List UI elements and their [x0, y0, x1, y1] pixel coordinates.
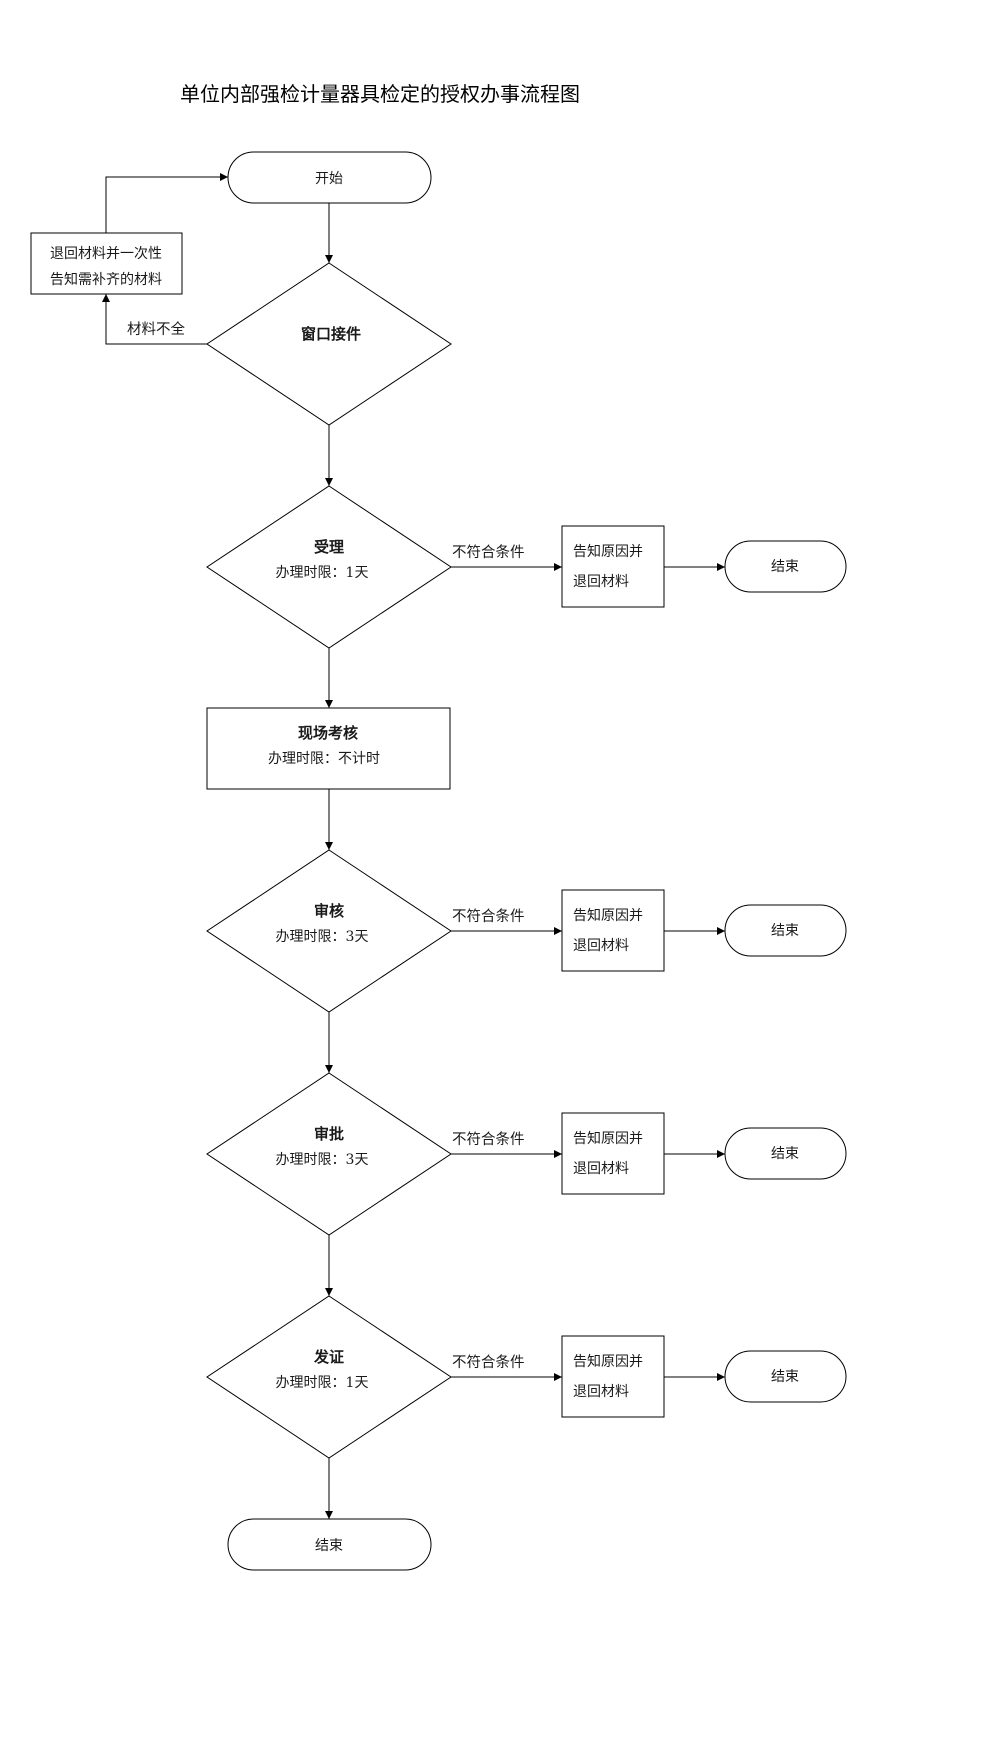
notify-line-2: 退回材料 — [573, 1384, 629, 1400]
window-label: 窗口接件 — [301, 325, 361, 343]
not-qualified-label: 不符合条件 — [452, 1131, 525, 1148]
step-review-limit: 办理时限：3天 — [276, 929, 369, 945]
notify-return-box — [561, 525, 665, 608]
final-end-label: 结束 — [315, 1538, 343, 1554]
end-label: 结束 — [771, 1369, 799, 1385]
step-accept-limit: 办理时限：1天 — [276, 565, 369, 581]
incomplete-label: 材料不全 — [127, 320, 185, 338]
step-onsite-name: 现场考核 — [298, 724, 358, 742]
return-materials-box: 退回材料并一次性 告知需补齐的材料 — [30, 232, 183, 295]
branch-row-review: 不符合条件 告知原因并 退回材料 结束 — [452, 889, 847, 972]
start-label: 开始 — [315, 171, 343, 187]
not-qualified-label: 不符合条件 — [452, 1354, 525, 1371]
notify-line-2: 退回材料 — [573, 938, 629, 954]
end-label: 结束 — [771, 1146, 799, 1162]
end-label: 结束 — [771, 559, 799, 575]
not-qualified-label: 不符合条件 — [452, 908, 525, 925]
final-end-terminal: 结束 — [227, 1518, 432, 1571]
notify-return-box — [561, 1112, 665, 1195]
arrow-return-to-start — [105, 173, 228, 233]
notify-line-2: 退回材料 — [573, 1161, 629, 1177]
step-approval-name: 审批 — [314, 1125, 344, 1143]
branch-row-certificate: 不符合条件 告知原因并 退回材料 结束 — [452, 1335, 847, 1418]
notify-line-1: 告知原因并 — [573, 907, 643, 924]
end-label: 结束 — [771, 923, 799, 939]
notify-line-1: 告知原因并 — [573, 1353, 643, 1370]
connectors — [102, 173, 725, 1519]
step-accept-name: 受理 — [314, 538, 344, 556]
step-onsite-assessment: 现场考核 办理时限：不计时 — [206, 707, 451, 790]
step-approval-limit: 办理时限：3天 — [276, 1152, 369, 1168]
diagram-title: 单位内部强检计量器具检定的授权办事流程图 — [180, 82, 580, 106]
step-approval-decision: 审批 办理时限：3天 — [206, 1072, 452, 1236]
notify-return-box — [561, 1335, 665, 1418]
notify-return-box — [561, 889, 665, 972]
step-certificate-name: 发证 — [313, 1348, 344, 1366]
step-accept-decision: 受理 办理时限：1天 — [206, 485, 452, 649]
notify-line-2: 退回材料 — [573, 574, 629, 590]
branch-row-accept: 不符合条件 告知原因并 退回材料 结束 — [452, 525, 847, 608]
step-review-name: 审核 — [314, 902, 344, 920]
return-line-2: 告知需补齐的材料 — [50, 271, 162, 288]
window-reception-decision: 窗口接件 — [206, 262, 452, 426]
not-qualified-label: 不符合条件 — [452, 544, 525, 561]
step-certificate-limit: 办理时限：1天 — [276, 1375, 369, 1391]
notify-line-1: 告知原因并 — [573, 1130, 643, 1147]
return-line-1: 退回材料并一次性 — [50, 246, 162, 262]
branch-row-approval: 不符合条件 告知原因并 退回材料 结束 — [452, 1112, 847, 1195]
arrow-window-to-return — [102, 294, 207, 345]
step-review-decision: 审核 办理时限：3天 — [206, 849, 452, 1013]
step-onsite-limit: 办理时限：不计时 — [268, 751, 380, 767]
step-certificate-decision: 发证 办理时限：1天 — [206, 1295, 452, 1459]
notify-line-1: 告知原因并 — [573, 543, 643, 560]
start-terminal: 开始 — [227, 151, 432, 204]
